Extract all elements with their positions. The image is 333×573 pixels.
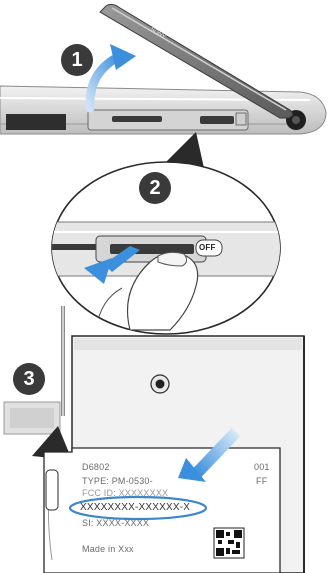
off-switch-label: OFF: [199, 243, 216, 252]
label-si: SI: XXXX-XXXX: [82, 518, 149, 528]
label-type-suffix: FF: [256, 476, 267, 486]
step-badge-3: 3: [13, 363, 45, 395]
phone-back-view: [4, 306, 304, 573]
label-imei: XXXXXXXX-XXXXXX-X: [80, 502, 190, 513]
label-model: D6802: [82, 462, 110, 472]
step-badge-1: 1: [61, 44, 93, 76]
label-type: TYPE: PM-0530-: [82, 476, 153, 486]
qr-code-icon: [214, 528, 244, 558]
step-badge-2: 2: [139, 172, 171, 204]
label-made-in: Made in Xxx: [82, 544, 134, 554]
label-fcc: FCC ID: XXXXXXXX: [82, 488, 168, 498]
phone-side-view: SONY: [0, 4, 326, 134]
label-right-number: 001: [254, 462, 270, 472]
